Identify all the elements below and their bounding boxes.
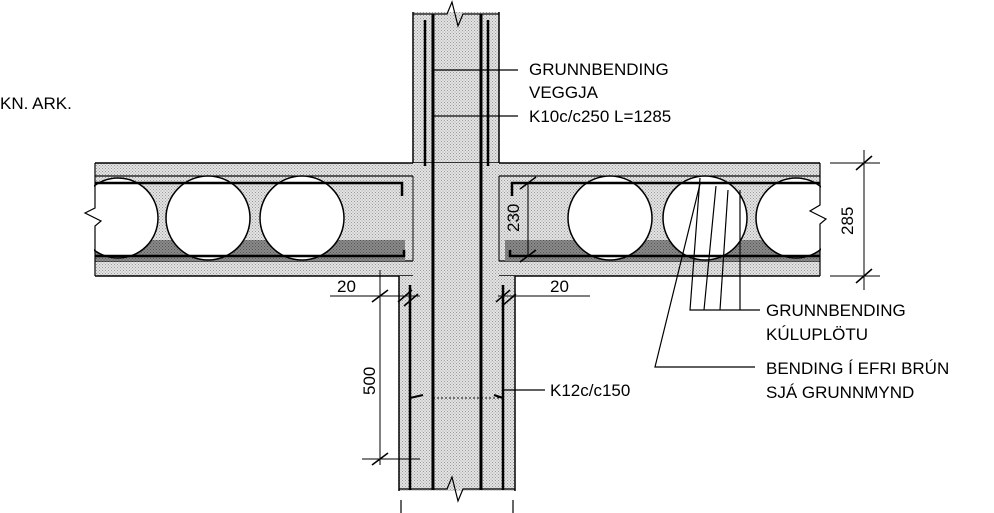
wall-slab-joint — [412, 163, 500, 276]
wall-rebar-spec: K10c/c250 L=1285 — [529, 107, 671, 126]
lower-wall — [398, 276, 516, 513]
dim-20-right-label: 20 — [550, 277, 569, 296]
leader-lines — [433, 69, 760, 391]
void-sphere — [567, 175, 653, 261]
void-sphere — [662, 175, 748, 261]
dimension-20-right — [495, 289, 590, 307]
dim-230-label: 230 — [504, 204, 523, 232]
lower-wall-rebar-label: K12c/c150 — [550, 381, 630, 400]
wall-rebar-title: GRUNNBENDING — [529, 60, 669, 79]
slab-rebar-title: GRUNNBENDING — [766, 301, 906, 320]
top-rebar-sub: SJÁ GRUNNMYND — [766, 383, 914, 402]
dimension-20-left — [330, 289, 419, 307]
top-rebar-title: BENDING Í EFRI BRÚN — [766, 359, 949, 378]
left-partial-label: KN. ARK. — [0, 94, 72, 113]
rebars — [95, 14, 820, 490]
wall-rebar-sub: VEGGJA — [529, 83, 599, 102]
dim-500-label: 500 — [360, 367, 379, 395]
dim-285-label: 285 — [838, 207, 857, 235]
dim-20-left-label: 20 — [337, 277, 356, 296]
dimension-285 — [830, 150, 880, 290]
void-sphere — [165, 175, 251, 261]
void-sphere — [259, 175, 345, 261]
dimension-230 — [519, 176, 537, 263]
slab-rebar-sub: KÚLUPLÖTU — [766, 325, 868, 344]
upper-wall — [412, 0, 500, 167]
